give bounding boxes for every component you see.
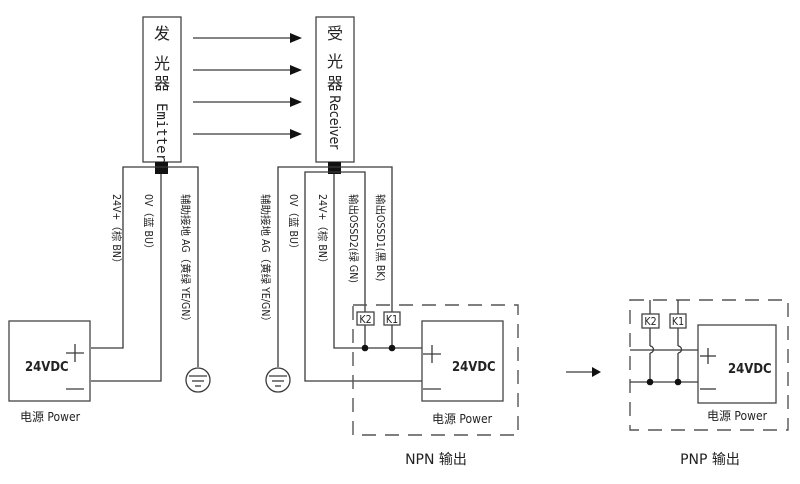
power-voltage-label: 24VDC xyxy=(25,360,69,375)
junction-dot xyxy=(674,378,682,386)
emitter-wire-24v xyxy=(91,166,161,349)
emitter-connector xyxy=(155,162,168,174)
receiver-wire-label-ag: 辅助接地 AG（黄绿 YE/GN） xyxy=(259,194,272,327)
relay-k2: K2 xyxy=(641,313,660,329)
receiver-body xyxy=(315,16,355,163)
relay-k2-label: K2 xyxy=(359,314,371,326)
receiver-wire-label-24v: 24V+（棕 BN） xyxy=(316,194,329,268)
emitter-label-cn-3: 器 xyxy=(154,74,170,93)
emitter-wire-label-24v: 24V+（棕 BN） xyxy=(110,194,123,268)
receiver-wire-ossd1 xyxy=(334,166,393,348)
power-voltage-label-npn: 24VDC xyxy=(452,360,496,375)
light-beams xyxy=(193,33,302,139)
pnp-enclosure xyxy=(629,299,789,431)
power-caption: 电源 Power xyxy=(20,410,81,424)
arrow-head-icon xyxy=(290,97,302,107)
receiver-wire-0v xyxy=(304,171,422,382)
npn-caption: NPN 输出 xyxy=(405,452,467,468)
receiver-label-cn-3: 器 xyxy=(327,74,343,93)
relay-k2-label: K2 xyxy=(644,316,656,328)
arrow-right-icon xyxy=(566,367,601,377)
junction-dot xyxy=(361,344,369,352)
emitter-label-en: Emitter xyxy=(153,103,169,162)
arrow-head-icon xyxy=(290,129,302,139)
junction-dot xyxy=(388,344,396,352)
receiver-label-cn-1: 受 xyxy=(327,24,343,43)
plus-icon xyxy=(700,348,716,364)
power-voltage-label-pnp: 24VDC xyxy=(728,362,772,377)
relay-k2: K2 xyxy=(356,311,375,326)
receiver-connector xyxy=(328,162,341,174)
arrow-head-icon xyxy=(290,65,302,75)
pnp-caption: PNP 输出 xyxy=(680,452,740,468)
emitter-wire-label-0v: 0V（蓝 BU） xyxy=(142,194,154,254)
npn-enclosure xyxy=(352,304,519,436)
receiver-wire-label-ossd2: 输出OSSD2(绿 GN) xyxy=(347,194,360,283)
power-supply-emitter: 24VDC 电源 Power xyxy=(8,320,91,424)
emitter-wire-0v xyxy=(91,174,162,382)
relay-k1: K1 xyxy=(383,311,401,326)
receiver-label-en: Receiver xyxy=(326,95,342,150)
plus-icon xyxy=(423,345,441,363)
relay-k1-label: K1 xyxy=(672,316,684,328)
emitter-wiring: 24V+（棕 BN） 0V（蓝 BU） 辅助接地 AG（黄绿 YE/GN） xyxy=(91,166,211,393)
ground-icon xyxy=(185,367,211,393)
receiver-wire-ag xyxy=(277,166,334,367)
power-supply-box-npn xyxy=(421,320,504,402)
power-caption-pnp: 电源 Power xyxy=(707,409,768,423)
receiver-wire-label-0v: 0V（蓝 BU） xyxy=(287,194,299,254)
emitter-wire-ag xyxy=(161,166,199,367)
emitter-body xyxy=(142,16,182,163)
power-supply-box-pnp xyxy=(697,324,777,404)
power-caption-npn: 电源 Power xyxy=(432,412,493,426)
arrow-head-icon xyxy=(290,33,302,43)
receiver-wire-label-ossd1: 输出OSSD1(黑 BK) xyxy=(374,194,387,281)
power-supply-box xyxy=(8,320,91,402)
pnp-circuit: K2 K1 24VDC 电源 Power PNP 输出 xyxy=(629,299,789,468)
emitter-unit: 发 光 器 Emitter xyxy=(142,16,182,174)
relay-k1: K1 xyxy=(669,313,687,329)
emitter-label-cn-1: 发 xyxy=(154,24,170,43)
plus-icon xyxy=(66,344,84,362)
relay-k1-label: K1 xyxy=(386,314,398,326)
receiver-label-cn-2: 光 xyxy=(327,52,343,71)
emitter-label-cn-2: 光 xyxy=(154,54,170,73)
emitter-wire-label-ag: 辅助接地 AG（黄绿 YE/GN） xyxy=(179,194,192,327)
ground-icon xyxy=(265,367,291,393)
junction-dot xyxy=(646,378,654,386)
receiver-wiring-npn: 辅助接地 AG（黄绿 YE/GN） 0V（蓝 BU） 24V+（棕 BN） 输出… xyxy=(259,166,519,468)
receiver-unit: 受 光 器 Receiver xyxy=(315,16,355,174)
receiver-wire-ossd2 xyxy=(334,171,366,348)
